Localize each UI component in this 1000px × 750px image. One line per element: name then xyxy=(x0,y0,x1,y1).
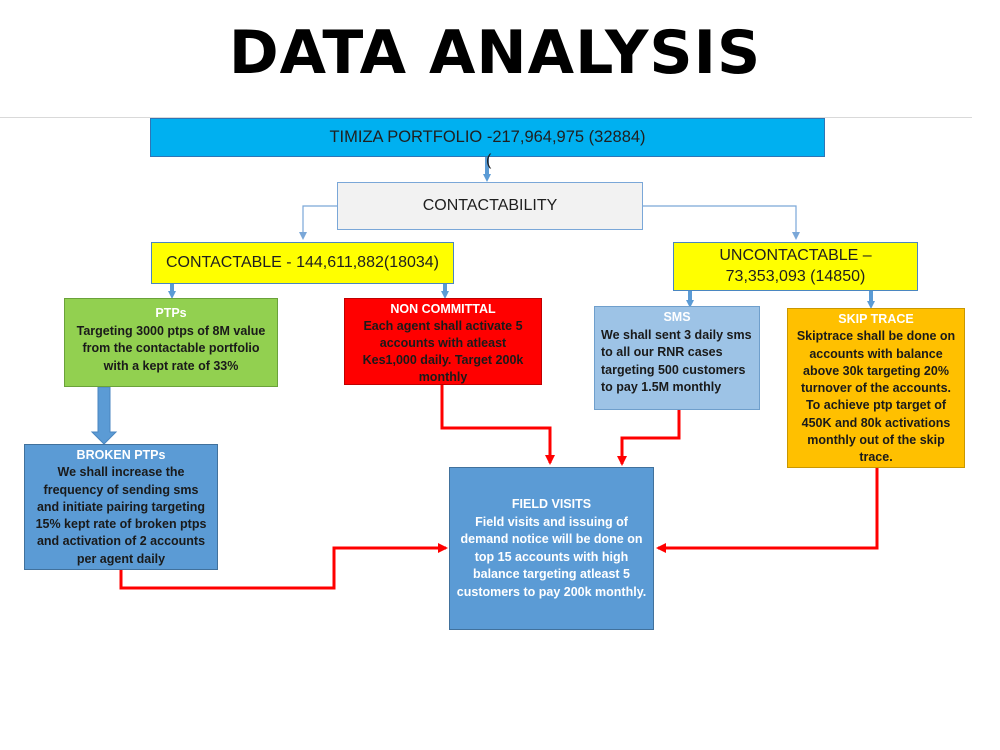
stray-mark: ( xyxy=(486,152,492,169)
arrow-skiptrace-fieldvisits xyxy=(656,468,879,553)
ptps-heading: PTPs xyxy=(155,306,187,320)
arrow-noncommittal-fieldvisits xyxy=(440,385,555,465)
contactability-box: CONTACTABILITY xyxy=(337,182,643,230)
skip-trace-body: Skiptrace shall be done on accounts with… xyxy=(796,329,956,464)
broken-ptps-heading: BROKEN PTPs xyxy=(76,448,166,462)
field-visits-body: Field visits and issuing of demand notic… xyxy=(456,514,647,599)
arrow-contactability-uncontactable xyxy=(643,205,800,240)
broken-ptps-body: We shall increase the frequency of sendi… xyxy=(35,465,207,566)
skip-trace-box: SKIP TRACE Skiptrace shall be done on ac… xyxy=(787,308,965,468)
field-visits-box: FIELD VISITS Field visits and issuing of… xyxy=(449,467,654,630)
portfolio-box: TIMIZA PORTFOLIO -217,964,975 (32884) xyxy=(150,118,825,157)
contactable-text: CONTACTABLE - 144,611,882(18034) xyxy=(165,254,440,271)
arrow-sms-fieldvisits xyxy=(617,410,681,466)
broken-ptps-box: BROKEN PTPs We shall increase the freque… xyxy=(24,444,218,570)
ptps-box: PTPs Targeting 3000 ptps of 8M value fro… xyxy=(64,298,278,387)
uncontactable-line2: 73,353,093 (14850) xyxy=(725,267,866,285)
non-committal-body: Each agent shall activate 5 accounts wit… xyxy=(362,318,524,384)
non-committal-heading: NON COMMITTAL xyxy=(390,302,496,316)
ptps-body: Targeting 3000 ptps of 8M value from the… xyxy=(76,323,266,373)
skip-trace-heading: SKIP TRACE xyxy=(838,312,914,326)
arrow-contactability-contactable xyxy=(299,205,337,240)
arrow-broken-fieldvisits xyxy=(119,543,448,590)
sms-heading: SMS xyxy=(663,310,691,324)
page-title: DATA ANALYSIS xyxy=(228,18,762,88)
portfolio-text: TIMIZA PORTFOLIO -217,964,975 (32884) xyxy=(329,128,646,146)
contactability-text: CONTACTABILITY xyxy=(422,197,558,214)
contactable-box: CONTACTABLE - 144,611,882(18034) xyxy=(151,242,454,284)
uncontactable-box: UNCONTACTABLE – 73,353,093 (14850) xyxy=(673,242,918,291)
uncontactable-line1: UNCONTACTABLE – xyxy=(719,246,872,264)
sms-box: SMS We shall sent 3 daily sms to all our… xyxy=(594,306,760,410)
non-committal-box: NON COMMITTAL Each agent shall activate … xyxy=(344,298,542,385)
arrow-ptps-broken xyxy=(90,386,118,445)
field-visits-heading: FIELD VISITS xyxy=(511,497,592,511)
divider xyxy=(0,117,972,118)
sms-body: We shall sent 3 daily sms to all our RNR… xyxy=(601,327,752,395)
